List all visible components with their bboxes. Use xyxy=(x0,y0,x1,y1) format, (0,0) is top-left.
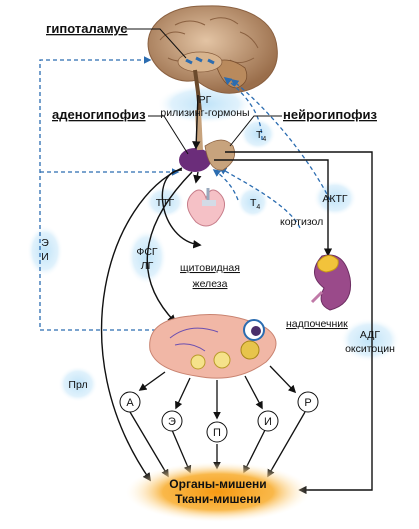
oxytocin-label: окситоцин xyxy=(345,343,395,355)
target-organs-label: Органы-мишени xyxy=(169,477,266,491)
actg-label: АКТГ xyxy=(322,193,348,205)
target-glow xyxy=(126,462,310,522)
ei-i-label: И xyxy=(41,251,49,263)
ei-e-label: Э xyxy=(41,237,49,249)
hormone-circle-p xyxy=(206,421,228,443)
hormone-circle-p-label: П xyxy=(213,427,221,439)
ovary-output-arrows xyxy=(129,365,306,478)
lg-label: ЛГ xyxy=(141,260,154,272)
hormone-circle-i xyxy=(257,410,279,432)
releasing-hormones-label: рилизинг-гормоны xyxy=(160,107,249,119)
feedback-lines xyxy=(39,56,331,331)
thyroid-illustration xyxy=(187,188,225,227)
prl-label: Прл xyxy=(68,379,87,391)
ttg-label: ТТГ xyxy=(156,197,175,209)
adrenal-label: надпочечник xyxy=(286,318,348,330)
rg-label: РГ xyxy=(199,94,212,106)
hormone-circle-r-label: Р xyxy=(304,397,311,409)
hormone-circle-r xyxy=(297,391,319,413)
fsg-label: ФСГ xyxy=(136,246,158,258)
thyroid-label-1: щитовидная xyxy=(180,262,240,274)
hormone-circles: А Э П И Р xyxy=(119,391,319,443)
neurohypophysis-label: нейрогипофиз xyxy=(283,107,378,122)
thyroid-label-2: железа xyxy=(193,278,228,290)
adenohypophysis-label: аденогипофиз xyxy=(52,107,146,122)
hormone-circle-e xyxy=(161,410,183,432)
target-tissues-label: Ткани-мишени xyxy=(175,492,261,506)
hypothalamus-label: гипоталамус xyxy=(46,21,128,36)
cortisol-label: кортизол xyxy=(280,216,323,228)
t4-mid-label: Т4 xyxy=(250,197,260,211)
adg-label: АДГ xyxy=(360,329,380,341)
hormone-circle-a-label: А xyxy=(126,397,134,409)
hormone-circle-a xyxy=(119,391,141,413)
hormone-arrows xyxy=(100,94,373,495)
brain-illustration xyxy=(147,5,278,113)
adrenal-illustration xyxy=(310,254,352,311)
hormone-circle-e-label: Э xyxy=(168,416,176,428)
text-labels: гипоталамус аденогипофиз нейрогипофиз РГ… xyxy=(41,21,395,506)
ovary-illustration xyxy=(149,314,277,379)
t4-top-label: Т4 xyxy=(256,129,266,143)
hormone-circle-i-label: И xyxy=(264,416,272,428)
